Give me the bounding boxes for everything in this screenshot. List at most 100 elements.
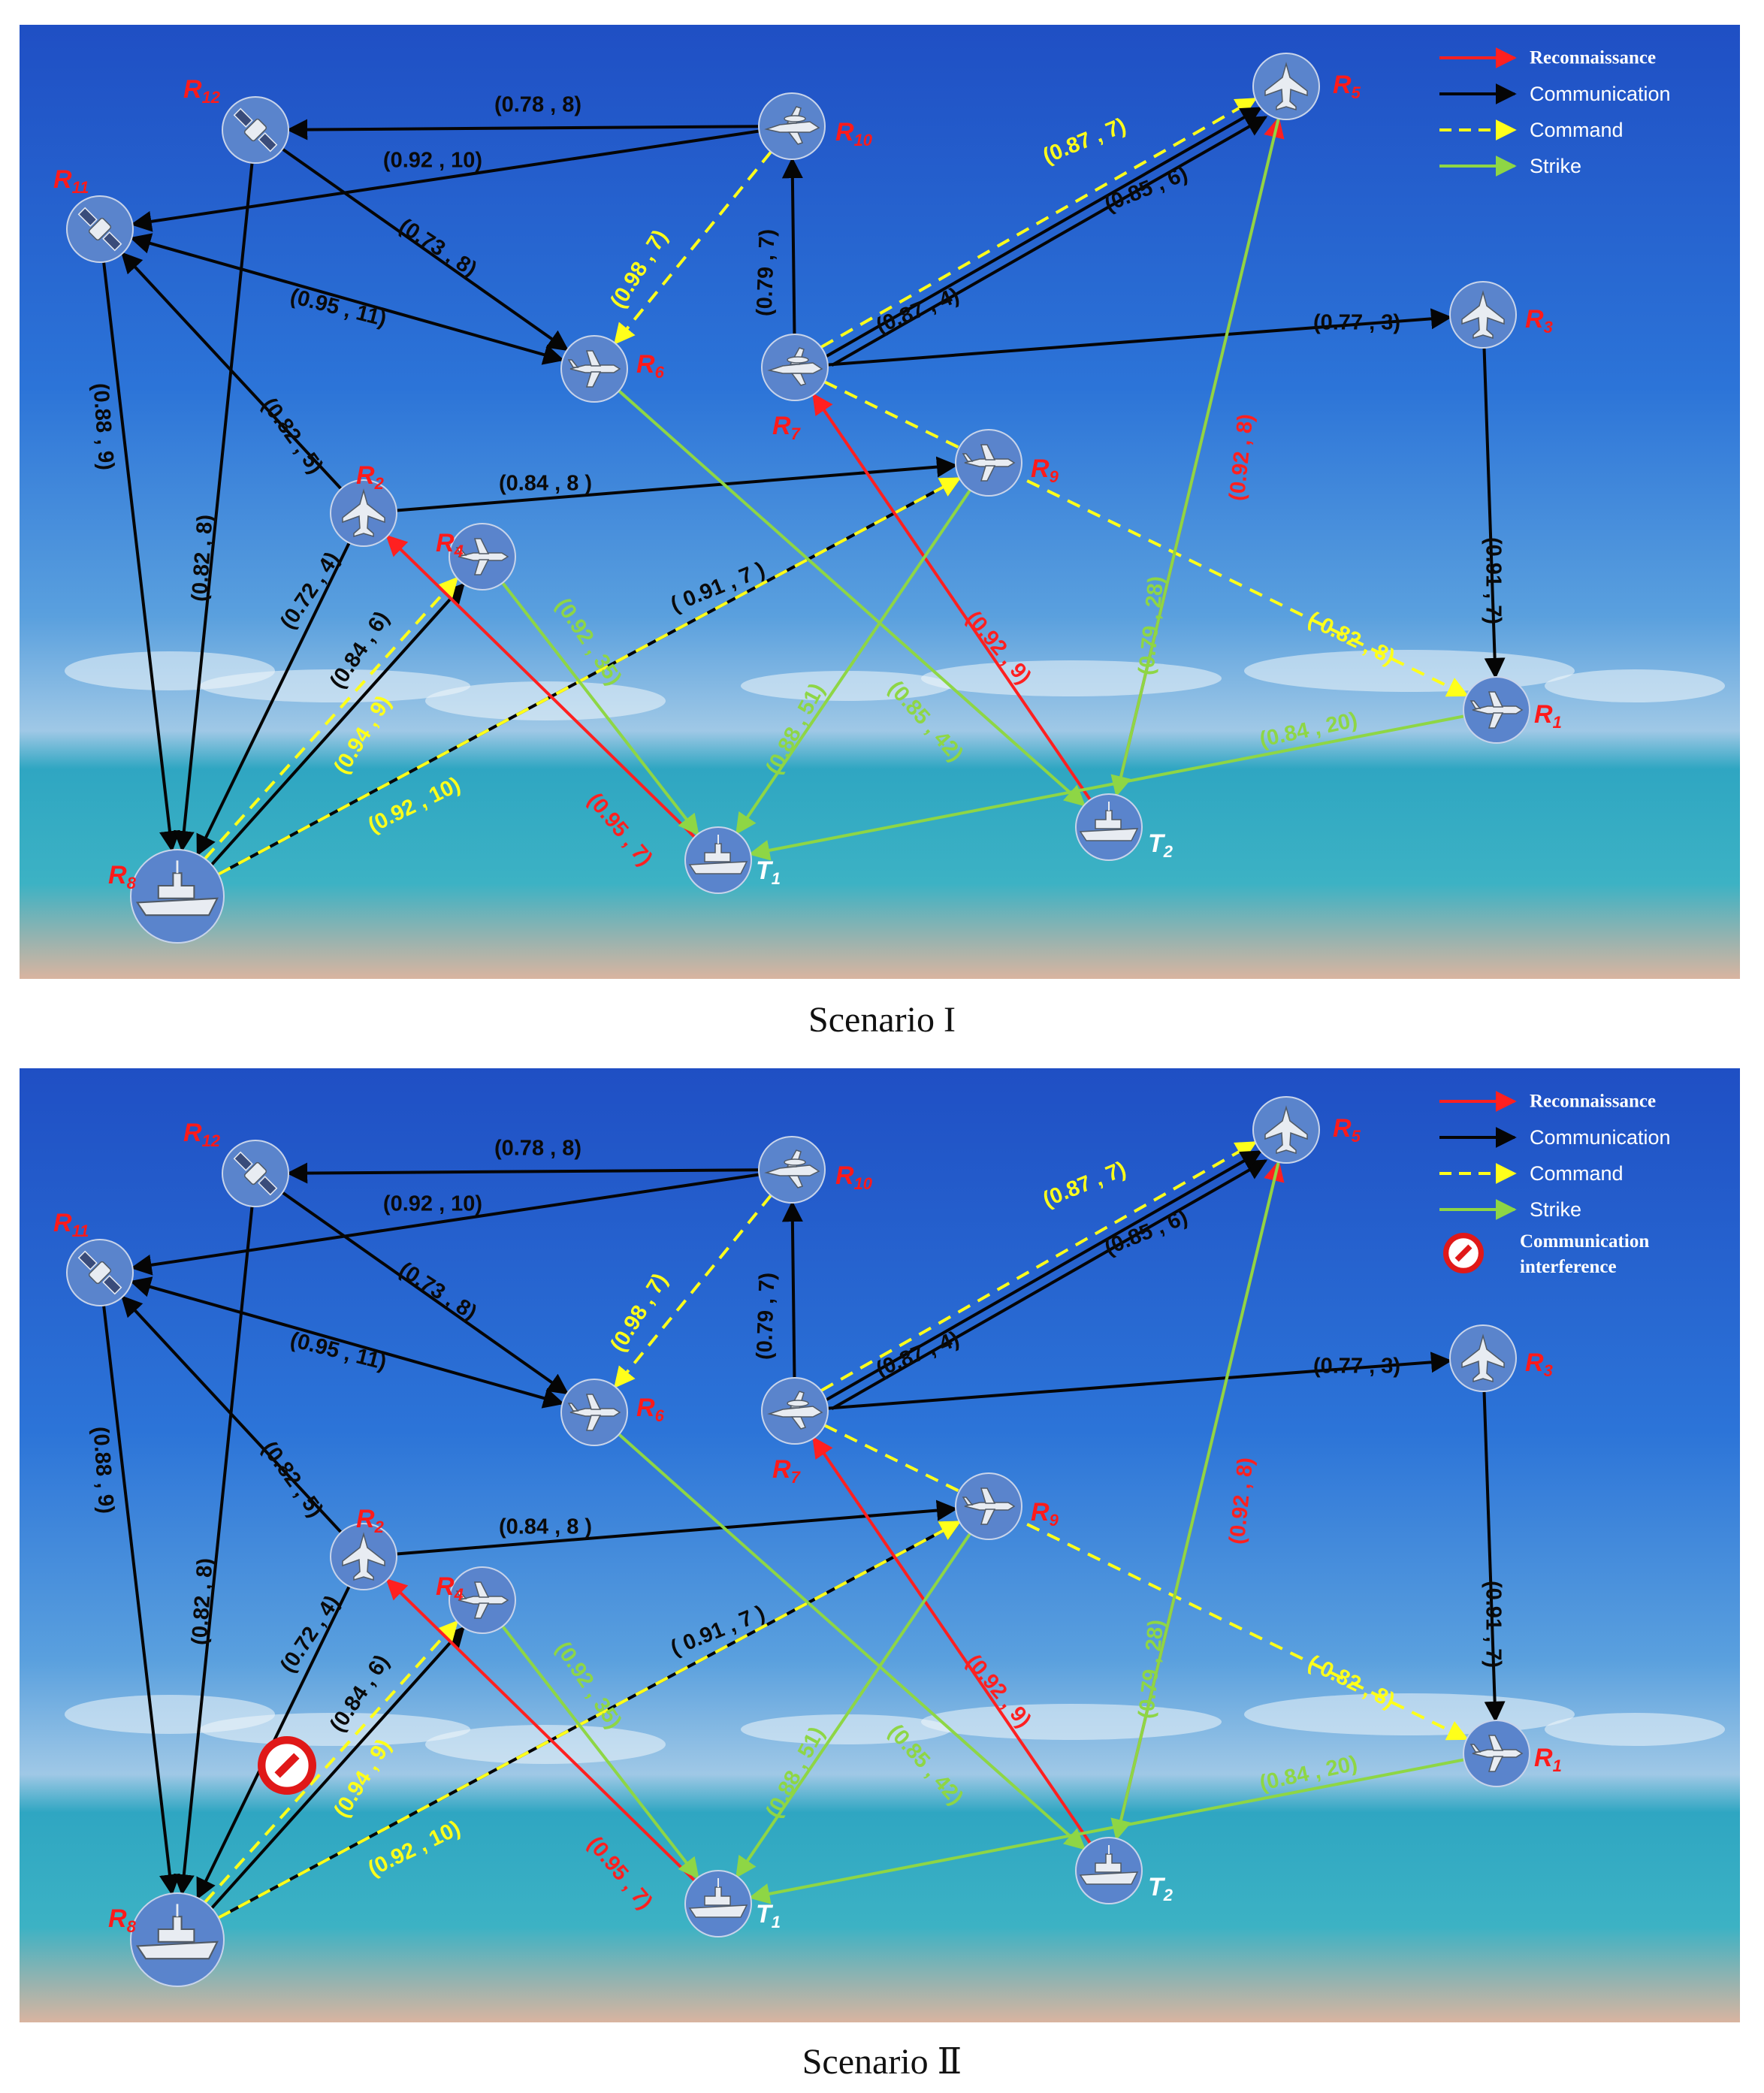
warship-icon bbox=[688, 1878, 748, 1918]
scenario-2-caption: Scenario Ⅱ bbox=[802, 2042, 962, 2082]
edge-reconnaissance-T1-R2 bbox=[385, 1578, 696, 1882]
edge-label-R3-R1: (0.91 , 7) bbox=[1481, 537, 1505, 624]
scenario-2-network-diagram: (0.78 , 8)(0.92 , 10)(0.73 , 8)(0.95 , 1… bbox=[20, 1068, 1740, 2022]
legend-label-strike: Strike bbox=[1530, 155, 1581, 177]
cloud bbox=[921, 1704, 1222, 1740]
node-label-R9: R9 bbox=[1031, 1498, 1059, 1530]
edge-strike-R4-T1 bbox=[501, 581, 699, 836]
node-label-R12: R12 bbox=[183, 1119, 221, 1150]
edge-communication-R2-R9 bbox=[396, 456, 958, 512]
cloud bbox=[200, 1713, 470, 1746]
edge-command-R8-R4 bbox=[204, 1620, 459, 1904]
edge-communication-R2-R11 bbox=[121, 1295, 343, 1534]
edge-strike-R6-T2 bbox=[618, 389, 1086, 807]
warship-icon bbox=[688, 835, 748, 874]
edge-command-R7-R1 bbox=[823, 1424, 1469, 1741]
edge-command-R8-R4 bbox=[204, 576, 459, 860]
edge-communication-R8-R4 bbox=[210, 582, 465, 866]
edge-strike-R5-T2 bbox=[1110, 118, 1280, 797]
edge-label-R7-R3: (0.77 , 3) bbox=[1313, 311, 1400, 335]
awacs-aircraft-icon bbox=[767, 347, 823, 386]
node-label-R3: R3 bbox=[1525, 305, 1553, 337]
scenario-1-network-diagram: (0.78 , 8)(0.92 , 10)(0.73 , 8)(0.95 , 1… bbox=[20, 25, 1740, 979]
edge-communication-R10-R11 bbox=[130, 1173, 760, 1276]
edge-communication-R7-R5 bbox=[826, 107, 1263, 358]
node-R7: R7 bbox=[761, 334, 829, 443]
node-label-R3: R3 bbox=[1525, 1349, 1553, 1380]
edge-command-R10-R6 bbox=[614, 150, 772, 346]
communication-interference-marker bbox=[258, 1736, 316, 1795]
fighter-jet-icon bbox=[1461, 1333, 1505, 1383]
edge-communication-R7-R3 bbox=[827, 308, 1452, 367]
drone-icon bbox=[455, 538, 509, 575]
satellite-icon bbox=[77, 207, 122, 252]
legend-label-communication: Communication bbox=[1530, 1126, 1671, 1149]
edge-reconnaissance-T2-R7 bbox=[812, 393, 1092, 801]
node-R6: R6 bbox=[560, 1379, 665, 1446]
edge-strike-R6-T2 bbox=[618, 1433, 1086, 1850]
edge-communication-R11-R8 bbox=[102, 1305, 180, 1896]
node-label-R9: R9 bbox=[1031, 455, 1059, 486]
edge-label-R7-R10: (0.79 , 7) bbox=[753, 1272, 780, 1360]
edge-strike-R1-T1 bbox=[748, 714, 1465, 861]
node-R12: R12 bbox=[183, 1119, 289, 1207]
node-R8: R8 bbox=[108, 849, 225, 944]
edge-label-R3-R1: (0.91 , 7) bbox=[1481, 1581, 1505, 1668]
cloud bbox=[200, 669, 470, 702]
node-R5: R5 bbox=[1252, 1096, 1361, 1164]
warship-icon bbox=[1079, 1845, 1139, 1885]
cloud bbox=[741, 671, 951, 701]
node-R2: R2 bbox=[330, 1505, 397, 1590]
satellite-icon bbox=[233, 107, 278, 153]
legend-label-command: Command bbox=[1530, 1162, 1624, 1185]
fighter-jet-icon bbox=[342, 488, 385, 538]
edge-communication-R6-R11 bbox=[129, 1276, 565, 1409]
node-label-R10: R10 bbox=[835, 1161, 873, 1193]
edge-command-R7-R5 bbox=[820, 97, 1258, 349]
node-R3: R3 bbox=[1449, 281, 1553, 349]
scenario-1-panel: (0.78 , 8)(0.92 , 10)(0.73 , 8)(0.95 , 1… bbox=[20, 25, 1740, 979]
warship-icon bbox=[135, 1904, 219, 1960]
edge-strike-R9-T1 bbox=[736, 489, 971, 835]
edge-strike-R5-T2 bbox=[1110, 1161, 1280, 1841]
edge-label-R10-R12: (0.78 , 8) bbox=[494, 1137, 581, 1161]
edge-label-R10-R11: (0.92 , 10) bbox=[383, 149, 482, 173]
node-R5: R5 bbox=[1252, 53, 1361, 120]
warship-icon bbox=[1079, 802, 1139, 841]
edge-communication-R2-R11 bbox=[121, 252, 343, 491]
edge-communication-R7-R10 bbox=[781, 1201, 803, 1379]
drone-icon bbox=[1469, 1735, 1524, 1772]
node-R4: R4 bbox=[436, 523, 516, 590]
legend-label-command: Command bbox=[1530, 119, 1624, 141]
edge-communication-R11-R8 bbox=[102, 261, 180, 853]
node-label-R10: R10 bbox=[835, 118, 873, 150]
node-label-T2: T2 bbox=[1148, 1873, 1173, 1904]
drone-icon bbox=[567, 1394, 621, 1431]
edge-command-R8-R9 bbox=[217, 476, 962, 876]
satellite-icon bbox=[77, 1250, 122, 1295]
edge-communication-R10-R12 bbox=[286, 119, 760, 140]
edge-communication-R12-R8 bbox=[173, 162, 254, 853]
scenario-1-caption: Scenario I bbox=[808, 1000, 956, 1040]
edge-communication-R7-R10 bbox=[781, 157, 803, 335]
edge-command-R10-R6 bbox=[614, 1194, 772, 1389]
edge-communication-R3-R1 bbox=[1482, 347, 1506, 679]
node-R11: R11 bbox=[53, 1209, 134, 1306]
node-R2: R2 bbox=[330, 461, 397, 547]
node-label-R1: R1 bbox=[1534, 700, 1562, 732]
node-R7: R7 bbox=[761, 1377, 829, 1487]
drone-icon bbox=[1469, 691, 1524, 729]
node-T1: T1 bbox=[684, 826, 781, 894]
node-R8: R8 bbox=[108, 1892, 225, 1987]
edges-layer bbox=[102, 97, 1506, 876]
drone-icon bbox=[962, 1487, 1016, 1525]
scenario-2-panel: (0.78 , 8)(0.92 , 10)(0.73 , 8)(0.95 , 1… bbox=[20, 1068, 1740, 2022]
edge-strike-R9-T1 bbox=[736, 1533, 971, 1878]
edge-communication-R6-R11 bbox=[129, 233, 565, 365]
satellite-icon bbox=[233, 1151, 278, 1196]
edge-label-R10-R12: (0.78 , 8) bbox=[494, 93, 581, 117]
node-R1: R1 bbox=[1463, 676, 1562, 744]
edge-command-R8-R9 bbox=[217, 1520, 962, 1919]
